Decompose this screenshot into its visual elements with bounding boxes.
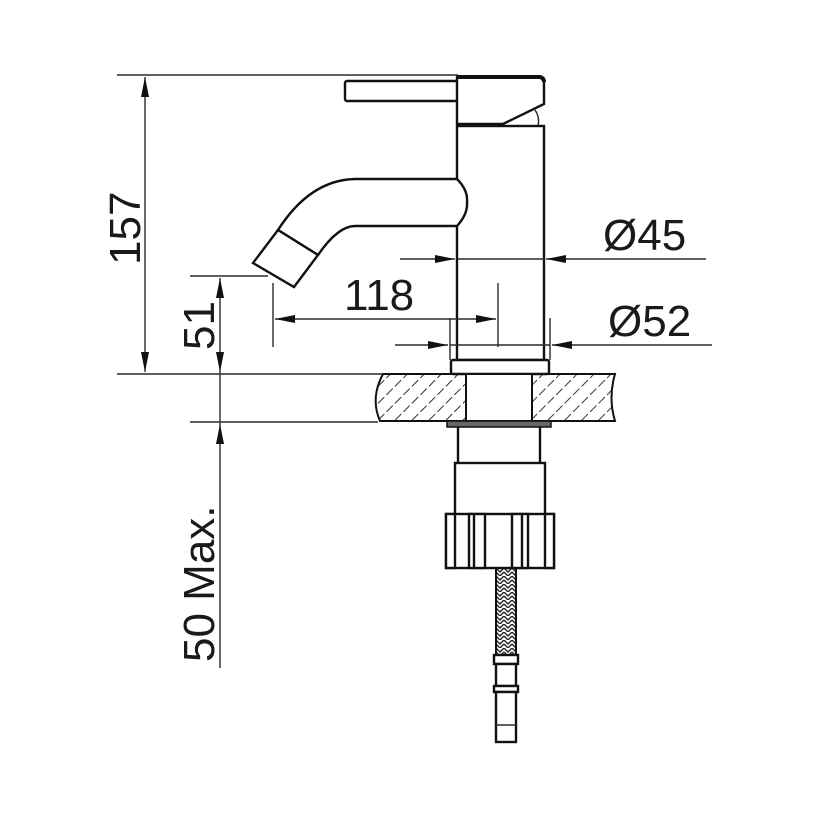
dim-118-label: 118 [344,271,414,320]
dim-157-label: 157 [101,192,150,265]
dimension-d52: Ø52 [395,297,712,349]
base-flange [449,358,551,376]
hose-connector [492,653,520,666]
dimension-50-max: 50 Max. [175,424,224,668]
dim-d45-label: Ø45 [603,211,686,260]
spout [276,177,469,257]
dimension-118: 118 [275,271,496,323]
mixer-body [455,124,546,362]
dim-50max-label: 50 Max. [175,505,224,662]
dimension-d45: Ø45 [400,211,706,263]
mixer-head [455,75,546,126]
dim-51-label: 51 [175,301,224,350]
dim-d52-label: Ø52 [608,297,691,346]
dimension-51: 51 [175,278,224,424]
faucet [251,75,551,376]
aerator [251,228,320,289]
washer [446,420,552,428]
lever-handle [343,79,460,103]
braided-supply-hose [492,567,520,744]
extension-lines [117,74,551,423]
threaded-shank [465,373,533,422]
dimension-157: 157 [101,77,150,372]
mounting-nut [444,461,556,570]
countertop-section [374,373,617,463]
